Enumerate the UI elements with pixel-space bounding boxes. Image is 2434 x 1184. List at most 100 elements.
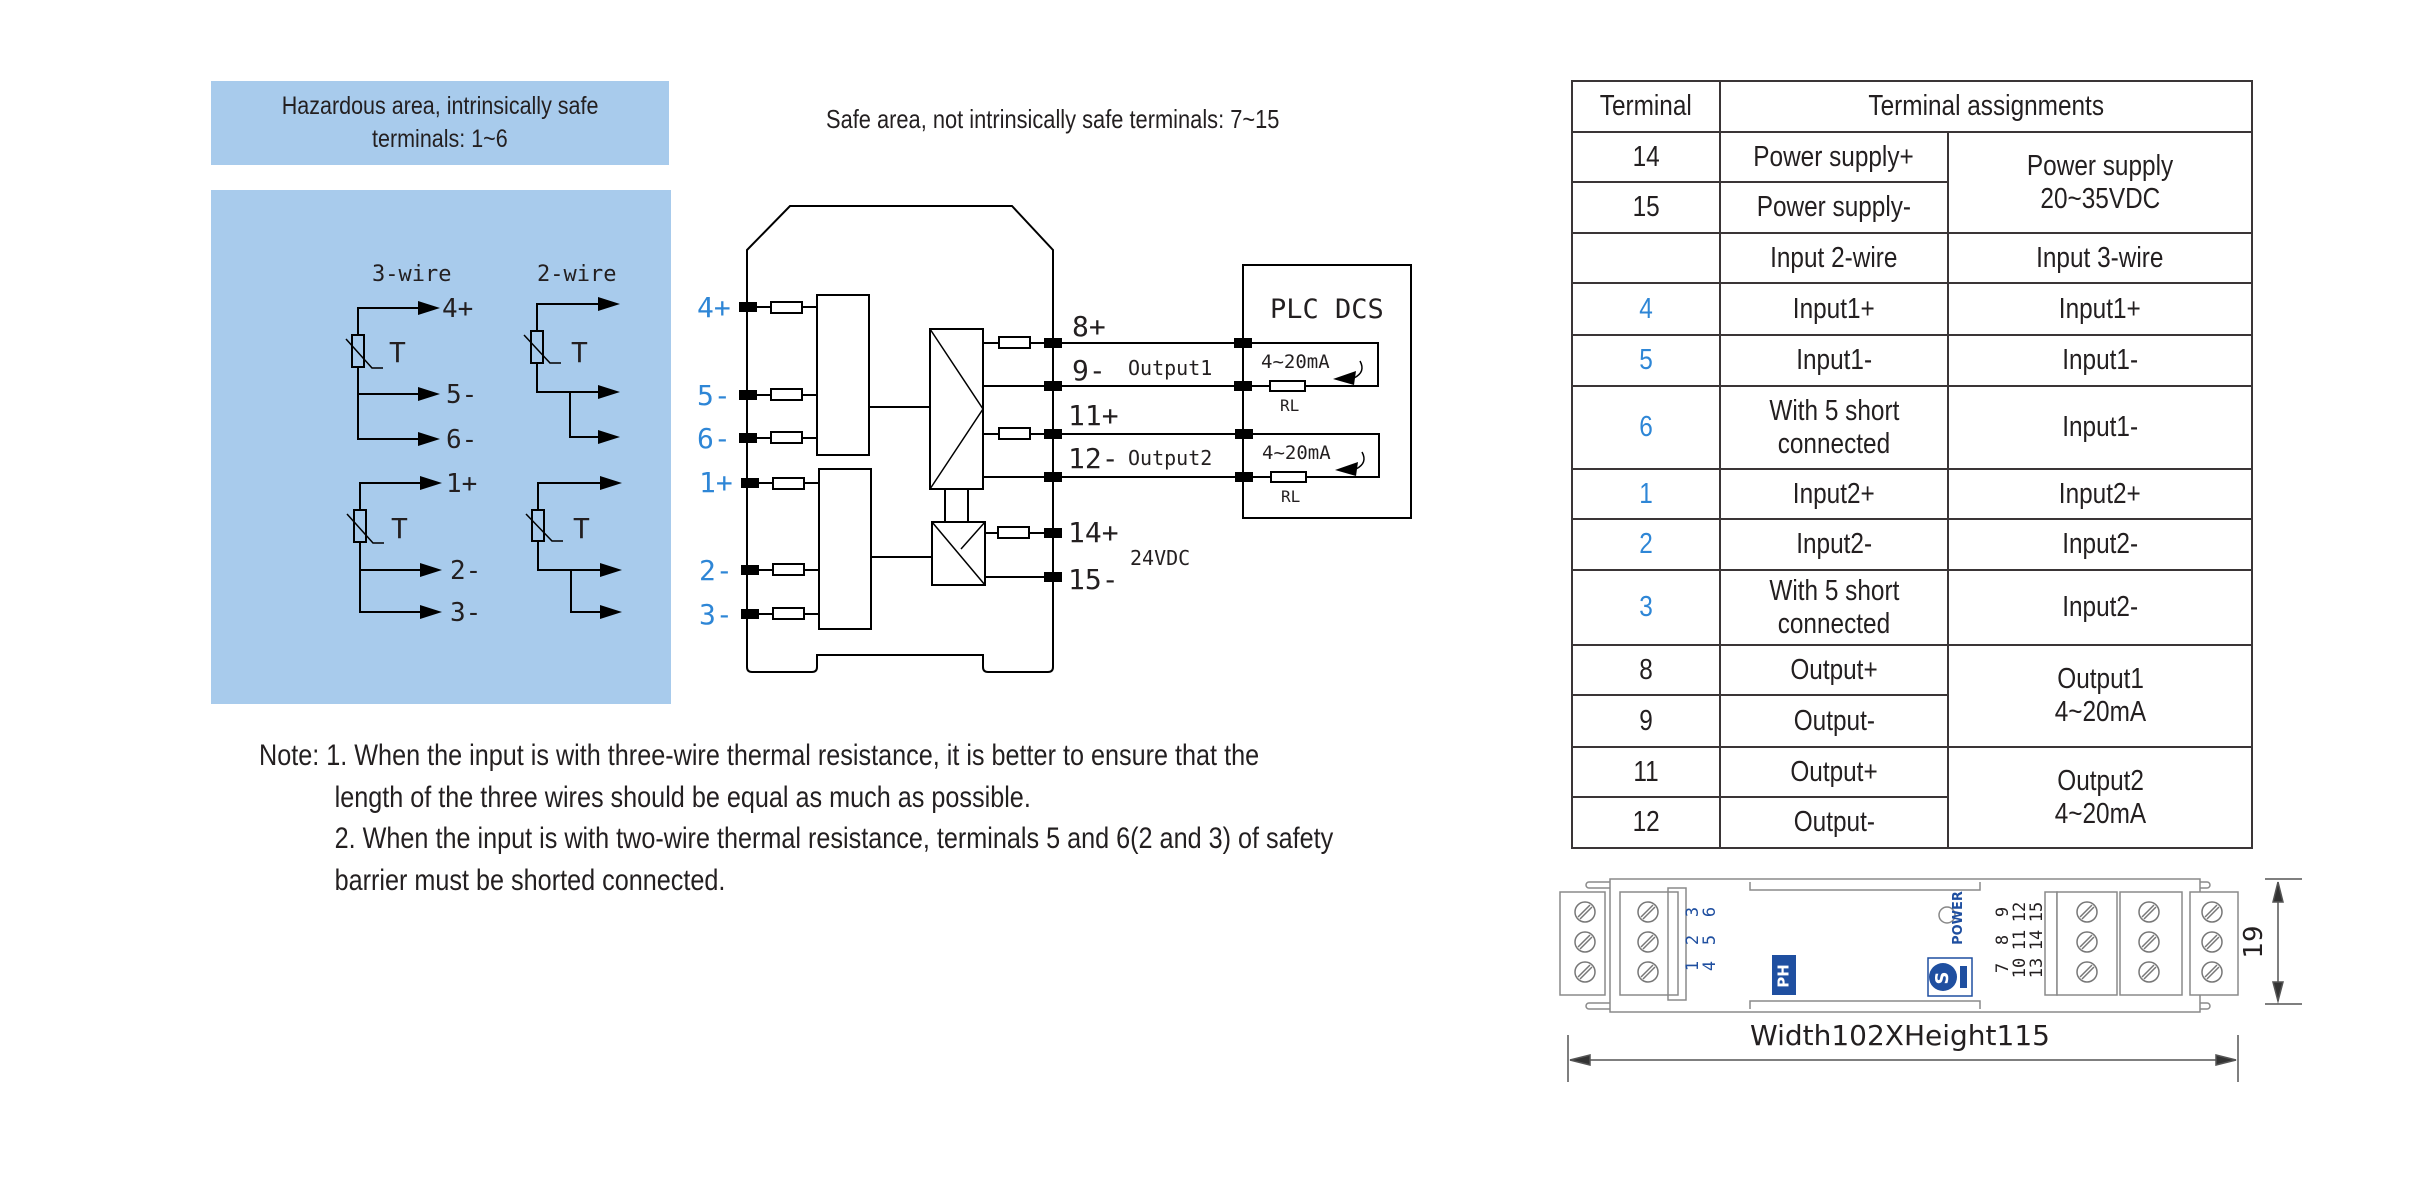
two-wire-cell: Input2+ — [1718, 468, 1950, 520]
screw-icon — [1574, 901, 1596, 923]
screw-icon — [1574, 931, 1596, 953]
header-assignments: Terminal assignments — [1718, 80, 2254, 133]
sensor-terminal-4: 4+ — [442, 294, 473, 324]
terminal-cell: 12 — [1571, 796, 1721, 849]
header-terminal: Terminal — [1571, 80, 1721, 133]
output1-label: Output1 — [1128, 356, 1212, 380]
sensor-t-label-1: T — [389, 336, 406, 369]
three-wire-sensor-channel2 — [346, 476, 442, 619]
screw-icon — [2076, 931, 2098, 953]
barrier-output-terminal-9: 9- — [1072, 354, 1106, 387]
table-row: 1 Input2+ Input2+ — [1571, 468, 2253, 520]
terminal-cell: 11 — [1571, 746, 1721, 798]
barrier-outline — [746, 205, 1054, 673]
terminal-cell: 8 — [1571, 644, 1721, 696]
screw-icon — [1637, 931, 1659, 953]
three-wire-cell: Input2- — [1947, 518, 2253, 571]
screw-icon — [2201, 961, 2223, 983]
three-wire-cell: Input1- — [1947, 385, 2253, 470]
sensor-wiring-group — [345, 297, 622, 619]
isolation-block — [929, 328, 984, 490]
barrier-input-terminal-4: 4+ — [697, 291, 731, 324]
three-wire-cell: Input2+ — [1947, 468, 2253, 520]
input-block-1 — [816, 294, 870, 456]
input-subheader-row: Input 2-wire Input 3-wire — [1571, 232, 2253, 284]
barrier-device — [746, 205, 1243, 673]
terminal-cell: 15 — [1571, 181, 1721, 234]
device-terminal-number-15: 15 — [2027, 902, 2047, 922]
terminal-assignment-table: Terminal Terminal assignments 14 Power s… — [1571, 80, 2254, 849]
load-resistor-2 — [1270, 471, 1307, 483]
power-block — [931, 521, 986, 586]
load-resistor-2-label: RL — [1281, 487, 1300, 506]
table-row: 2 Input2- Input2- — [1571, 518, 2253, 571]
barrier-output-terminal-11: 11+ — [1068, 399, 1119, 432]
sensor-t-label-2: T — [571, 336, 588, 369]
device-terminal-number-9: 9 — [1993, 907, 2013, 917]
barrier-output-terminal-12: 12- — [1068, 442, 1119, 475]
safe-area-title: Safe area, not intrinsically safe termin… — [826, 104, 1280, 134]
device-terminal-number-13: 13 — [2027, 958, 2047, 978]
note-line-2: length of the three wires should be equa… — [334, 780, 1031, 814]
assignment-cell: Power supply- — [1718, 181, 1950, 234]
device-terminal-number-4: 4 — [1700, 961, 1720, 971]
device-terminal-number-7: 7 — [1993, 963, 2013, 973]
output2-label: Output2 — [1128, 446, 1212, 470]
table-row: 4 Input1+ Input1+ — [1571, 282, 2253, 336]
sensor-terminal-1: 1+ — [446, 469, 477, 499]
two-wire-label: 2-wire — [537, 262, 616, 287]
screw-icon — [2076, 901, 2098, 923]
power-label: POWER — [1951, 891, 1966, 945]
terminal-cell: 2 — [1571, 518, 1721, 571]
input-block-2 — [818, 468, 872, 630]
barrier-output-terminal-8: 8+ — [1072, 310, 1106, 343]
device-terminal-number-6: 6 — [1700, 907, 1720, 917]
two-wire-sensor-channel1 — [523, 297, 620, 444]
device-terminal-number-12: 12 — [2010, 902, 2030, 922]
hazardous-area-title-line1: Hazardous area, intrinsically safe — [281, 92, 599, 120]
barrier-output-terminal-14: 14+ — [1068, 516, 1119, 549]
three-wire-sensor-channel1 — [345, 301, 440, 446]
hazardous-area-panel — [211, 190, 671, 704]
screw-icon — [2201, 931, 2223, 953]
table-row: 12 Output- — [1571, 796, 2252, 849]
load-resistor-1-label: RL — [1280, 396, 1299, 415]
two-wire-cell: Input2- — [1718, 518, 1950, 571]
barrier-input-terminal-1: 1+ — [699, 466, 733, 499]
current-arrow-1 — [1333, 371, 1356, 385]
supply-voltage-label: 24VDC — [1130, 546, 1190, 570]
screw-icon — [2076, 961, 2098, 983]
height-dimension — [2265, 878, 2302, 1005]
screw-icon — [2201, 901, 2223, 923]
screw-icon — [2138, 931, 2160, 953]
device-terminal-number-1: 1 — [1683, 961, 1703, 971]
note-line-1: Note: 1. When the input is with three-wi… — [259, 735, 1333, 777]
sensor-t-label-3: T — [391, 512, 408, 545]
barrier-output-terminal-15: 15- — [1068, 563, 1119, 596]
s-logo-icon: S — [1927, 957, 1973, 997]
two-wire-cell: Input1+ — [1718, 282, 1950, 336]
subheader-2wire: Input 2-wire — [1718, 232, 1950, 284]
three-wire-cell: Input1- — [1947, 334, 2253, 387]
assignment-cell: Output- — [1718, 694, 1950, 748]
terminal-cell: 5 — [1571, 334, 1721, 387]
terminal-cell: 9 — [1571, 694, 1721, 748]
terminal-cell — [1571, 232, 1721, 284]
screw-icon — [1574, 961, 1596, 983]
terminal-cell: 4 — [1571, 282, 1721, 336]
device-terminal-number-14: 14 — [2027, 930, 2047, 950]
sensor-terminal-2: 2- — [450, 556, 481, 586]
three-wire-cell: Input2- — [1947, 569, 2253, 646]
svg-text:PH: PH — [1775, 964, 1793, 988]
device-terminal-number-3: 3 — [1683, 907, 1703, 917]
subheader-3wire: Input 3-wire — [1947, 232, 2253, 284]
svg-text:S: S — [1932, 972, 1953, 985]
table-row: 9 Output- — [1571, 694, 2252, 748]
barrier-input-terminal-3: 3- — [699, 598, 733, 631]
device-terminal-number-2: 2 — [1683, 935, 1703, 945]
load-resistor-1 — [1269, 380, 1306, 392]
two-wire-cell: Input1- — [1718, 334, 1950, 387]
